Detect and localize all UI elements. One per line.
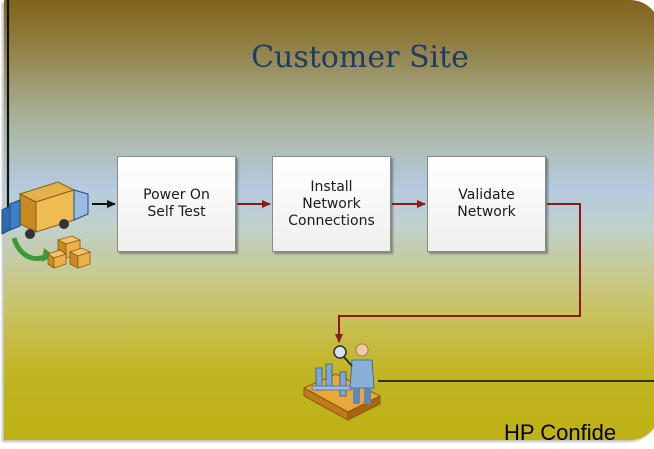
- panel-title: Customer Site: [251, 40, 469, 75]
- step-power-on-self-test: Power On Self Test: [117, 156, 236, 252]
- step-install-network-connections: Install Network Connections: [272, 156, 391, 252]
- incoming-line: [6, 0, 21, 216]
- delivery-truck-icon: [1, 181, 92, 269]
- footer-confidential: HP Confide: [504, 420, 617, 445]
- step-validate-network: Validate Network: [427, 156, 546, 252]
- inspector-icon: [302, 343, 382, 421]
- arrow-step3-to-inspector: [335, 203, 581, 343]
